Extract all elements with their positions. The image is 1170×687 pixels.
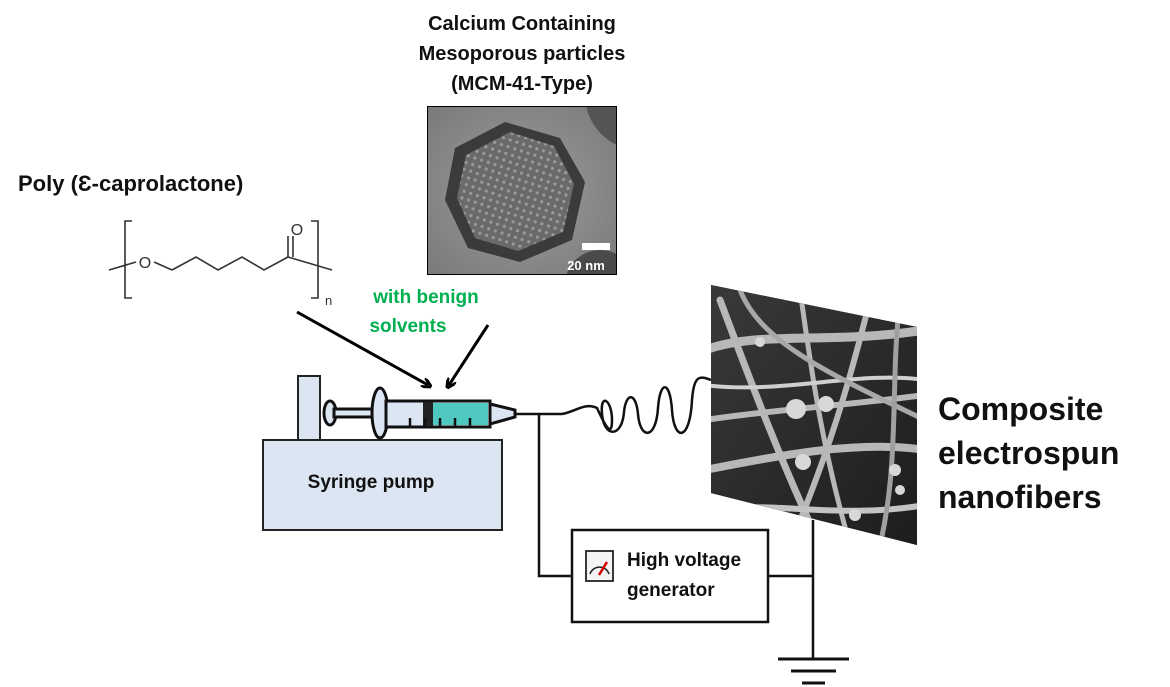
high-voltage-generator: High voltage generator <box>570 528 770 624</box>
left-bracket <box>124 220 132 299</box>
ground-icon <box>778 657 849 685</box>
polymer-arrow-icon <box>296 310 428 385</box>
solvent-label-line1: with benign <box>372 287 479 308</box>
tem-image: 20 nm <box>427 106 617 275</box>
scale-bar <box>582 243 610 250</box>
particle-title: Calcium Containing Mesoporous particles … <box>419 13 626 95</box>
result-line2: electrospun <box>938 435 1119 471</box>
carbonyl-oxygen: O <box>291 222 303 239</box>
nanofiber-collector <box>711 285 917 545</box>
pump-body <box>262 439 503 531</box>
result-line1: Composite <box>938 391 1103 427</box>
solvent-label-line2: solvents <box>369 316 446 337</box>
syringe-icon <box>322 386 562 440</box>
particle-title-line1: Calcium Containing <box>428 13 616 35</box>
ether-oxygen: O <box>139 255 151 272</box>
gauge-icon <box>585 550 614 582</box>
solvent-arrow-icon <box>449 324 490 385</box>
pump-label: Syringe pump <box>308 472 435 493</box>
pump-pusher <box>297 375 321 441</box>
circuit-wiring <box>537 414 815 658</box>
particle-title-line3: (MCM-41-Type) <box>451 73 593 95</box>
syringe-liquid <box>433 403 488 425</box>
syringe-pump: Syringe pump <box>262 375 503 531</box>
generator-label-line2: generator <box>627 580 715 601</box>
right-bracket <box>311 220 319 299</box>
repeat-subscript: n <box>325 293 332 308</box>
scale-bar-label: 20 nm <box>567 258 605 273</box>
generator-label-line1: High voltage <box>627 550 741 571</box>
polymer-jet <box>561 376 712 434</box>
polymer-title: Poly (Ɛ-caprolactone) <box>18 171 243 196</box>
result-line3: nanofibers <box>938 479 1102 515</box>
particle-title-line2: Mesoporous particles <box>419 43 626 65</box>
pcl-structure <box>108 220 333 299</box>
